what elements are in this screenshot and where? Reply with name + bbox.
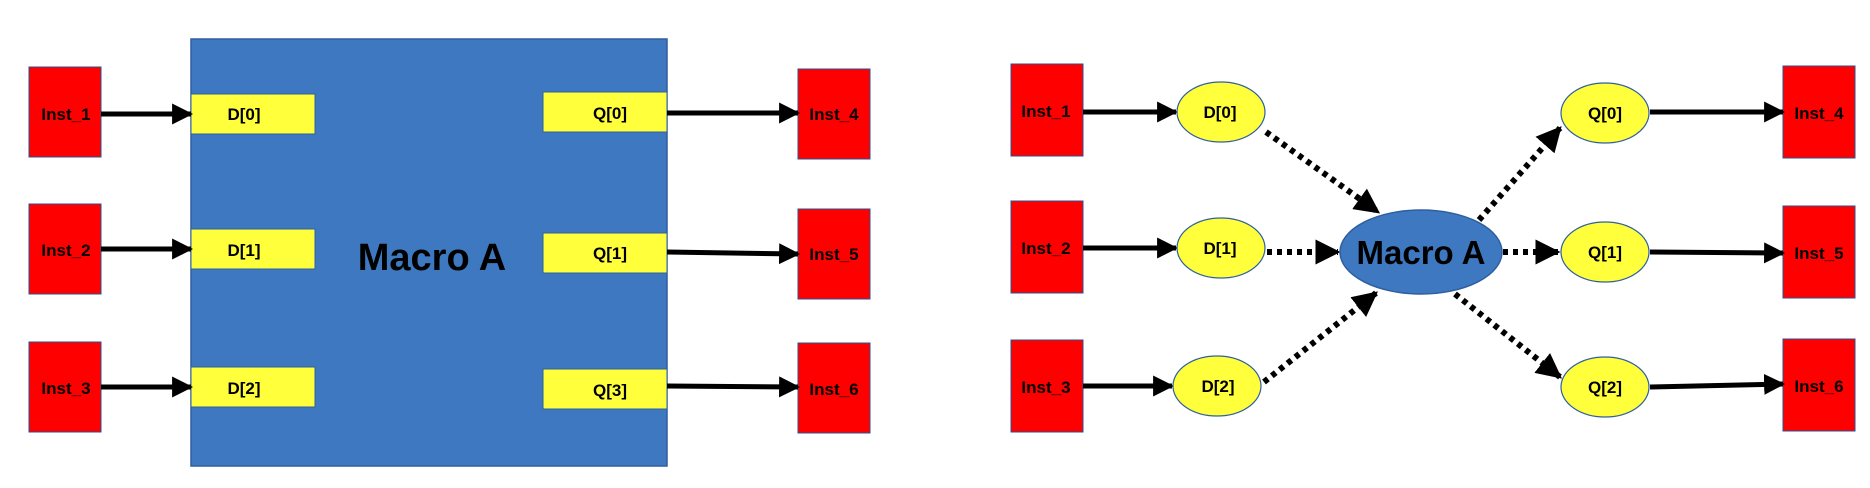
instance-inst-4: Inst_4: [797, 68, 871, 160]
instance-label: Inst_6: [809, 380, 858, 399]
instance-inst-3: Inst_3: [28, 341, 102, 433]
instance-label: Inst_3: [1021, 378, 1070, 397]
instance-inst-2: Inst_2: [1010, 200, 1084, 294]
instance-label: Inst_1: [41, 105, 90, 124]
dotted-macro-q0: [1476, 126, 1563, 222]
input-pin-d1: D[1]: [1176, 217, 1266, 279]
left-block-diagram: Macro A D[0] D[1] D[2] Q[0] Q[1] Q[3]: [28, 38, 871, 467]
instance-label: Inst_1: [1021, 102, 1070, 121]
instance-label: Inst_3: [41, 379, 90, 398]
wire-q3-inst6: [666, 376, 801, 398]
instance-label: Inst_6: [1794, 377, 1843, 396]
pin-label: D[2]: [227, 379, 260, 398]
input-pin-d0: D[0]: [1176, 81, 1266, 143]
output-pin-q0: Q[0]: [542, 91, 668, 133]
wire-q1-inst5: [1649, 242, 1786, 264]
instance-inst-6: Inst_6: [1782, 338, 1856, 432]
instance-label: Inst_4: [809, 105, 859, 124]
instance-inst-5: Inst_5: [1782, 205, 1856, 299]
instance-inst-6: Inst_6: [797, 342, 871, 434]
output-pin-q0: Q[0]: [1560, 82, 1650, 144]
input-pin-d2: D[2]: [1172, 355, 1262, 417]
pin-label: D[1]: [1203, 239, 1236, 258]
dotted-d2-macro: [1262, 290, 1378, 385]
instance-label: Inst_4: [1794, 104, 1844, 123]
pin-label: Q[1]: [1588, 243, 1622, 262]
instance-inst-5: Inst_5: [797, 208, 871, 300]
instance-label: Inst_5: [809, 245, 858, 264]
instance-inst-2: Inst_2: [28, 203, 102, 295]
instance-inst-1: Inst_1: [1010, 63, 1084, 157]
instance-label: Inst_2: [1021, 239, 1070, 258]
pin-label: Q[3]: [593, 381, 627, 400]
output-pin-q2: Q[2]: [1560, 356, 1650, 418]
instance-inst-1: Inst_1: [28, 66, 102, 158]
dotted-macro-q2: [1453, 291, 1562, 380]
pin-label: D[1]: [227, 241, 260, 260]
input-pin-d0: D[0]: [190, 93, 316, 135]
input-pin-d2: D[2]: [190, 366, 316, 408]
input-pin-d1: D[1]: [190, 228, 316, 270]
wire-q2-inst6: [1649, 373, 1786, 395]
output-pin-q1: Q[1]: [542, 232, 668, 274]
wire-q1-inst5: [666, 243, 801, 265]
pin-label: D[2]: [1201, 377, 1234, 396]
right-graph-diagram: Inst_1 Inst_2 Inst_3 Inst_4 Inst_5 Inst_…: [1010, 63, 1856, 433]
pin-label: D[0]: [1203, 103, 1236, 122]
instance-inst-3: Inst_3: [1010, 339, 1084, 433]
instance-inst-4: Inst_4: [1782, 65, 1856, 159]
pin-label: Q[1]: [593, 244, 627, 263]
pin-label: Q[0]: [1588, 104, 1622, 123]
macro-node-label: Macro A: [1357, 234, 1486, 271]
instance-label: Inst_5: [1794, 244, 1843, 263]
pin-label: Q[2]: [1588, 378, 1622, 397]
dotted-d0-macro: [1264, 129, 1381, 215]
output-pin-q1: Q[1]: [1560, 221, 1650, 283]
macro-block-label: Macro A: [358, 237, 507, 279]
instance-label: Inst_2: [41, 241, 90, 260]
pin-label: Q[0]: [593, 104, 627, 123]
pin-label: D[0]: [227, 105, 260, 124]
output-pin-q3: Q[3]: [542, 368, 668, 410]
macro-node: Macro A: [1339, 209, 1503, 295]
